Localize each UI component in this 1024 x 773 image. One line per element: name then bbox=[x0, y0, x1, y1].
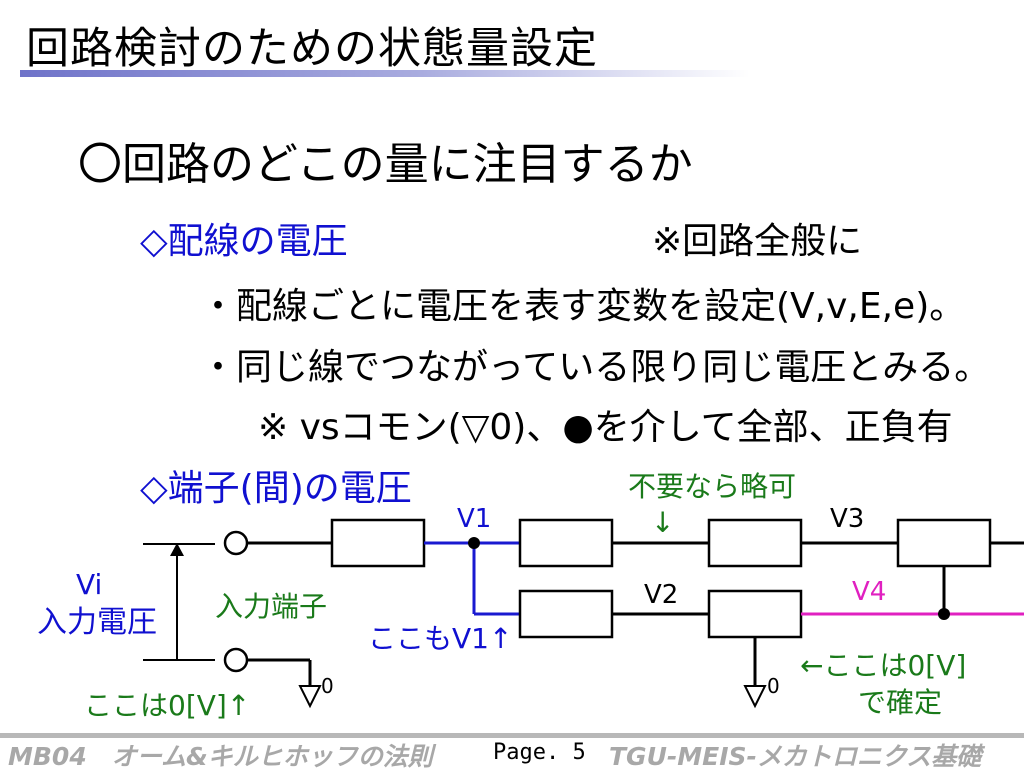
section-note: ※回路全般に bbox=[652, 221, 863, 262]
node-v4 bbox=[938, 608, 950, 620]
resistor-4 bbox=[896, 518, 992, 568]
input-terminal-top bbox=[223, 530, 249, 556]
remark-common: ※ vsコモン(▽0)、●を介して全部、正負有 bbox=[258, 407, 953, 448]
v2-label: V2 bbox=[644, 580, 678, 610]
input-terminal-label: 入力端子 bbox=[215, 590, 327, 623]
vi-label: Vi bbox=[76, 568, 102, 601]
footer-page-number: Page. 5 bbox=[493, 740, 586, 765]
footer-right: TGU-MEIS-メカトロニクス基礎 bbox=[609, 742, 982, 771]
ground-label-right: 0 bbox=[767, 674, 780, 698]
slide-title: 回路検討のための状態量設定 bbox=[26, 24, 598, 74]
bullet-variables: ・配線ごとに電圧を表す変数を設定(V,v,E,e)。 bbox=[200, 286, 966, 327]
vi-caption: 入力電圧 bbox=[37, 605, 157, 640]
resistor-3 bbox=[707, 518, 803, 568]
resistor-6 bbox=[707, 589, 803, 639]
v4-label: V4 bbox=[852, 577, 886, 607]
footer-left: MB04 オーム&キルヒホッフの法則 bbox=[8, 742, 433, 771]
bullet-same-voltage: ・同じ線でつながっている限り同じ電圧とみる。 bbox=[200, 347, 991, 388]
vi-arrow-head bbox=[170, 543, 184, 556]
footer-divider bbox=[0, 733, 1024, 738]
resistor-5 bbox=[518, 589, 614, 639]
ground-icon-right bbox=[743, 685, 767, 709]
input-terminal-bottom bbox=[223, 647, 249, 673]
title-underline bbox=[20, 70, 750, 77]
v3-label: V3 bbox=[830, 504, 864, 534]
resistor-1 bbox=[330, 518, 426, 568]
node-v1 bbox=[468, 537, 480, 549]
zero-note-right-1: ←ここは0[V] bbox=[800, 649, 966, 682]
zero-note-left: ここは0[V]↑ bbox=[84, 689, 250, 722]
ground-icon-left bbox=[298, 685, 322, 709]
v1-label: V1 bbox=[457, 504, 491, 534]
zero-note-right-2: で確定 bbox=[858, 686, 942, 719]
section-terminal-voltage: ◇端子(間)の電圧 bbox=[140, 468, 412, 509]
resistor-2 bbox=[518, 518, 614, 568]
ground-label-left: 0 bbox=[321, 674, 334, 698]
section-wire-voltage: ◇配線の電圧 bbox=[140, 221, 348, 262]
v1-also-label: ここもV1↑ bbox=[368, 622, 512, 655]
main-heading: 〇回路のどこの量に注目するか bbox=[78, 139, 693, 190]
omit-arrow: ↓ bbox=[651, 506, 674, 539]
omit-note: 不要なら略可 bbox=[628, 470, 796, 503]
